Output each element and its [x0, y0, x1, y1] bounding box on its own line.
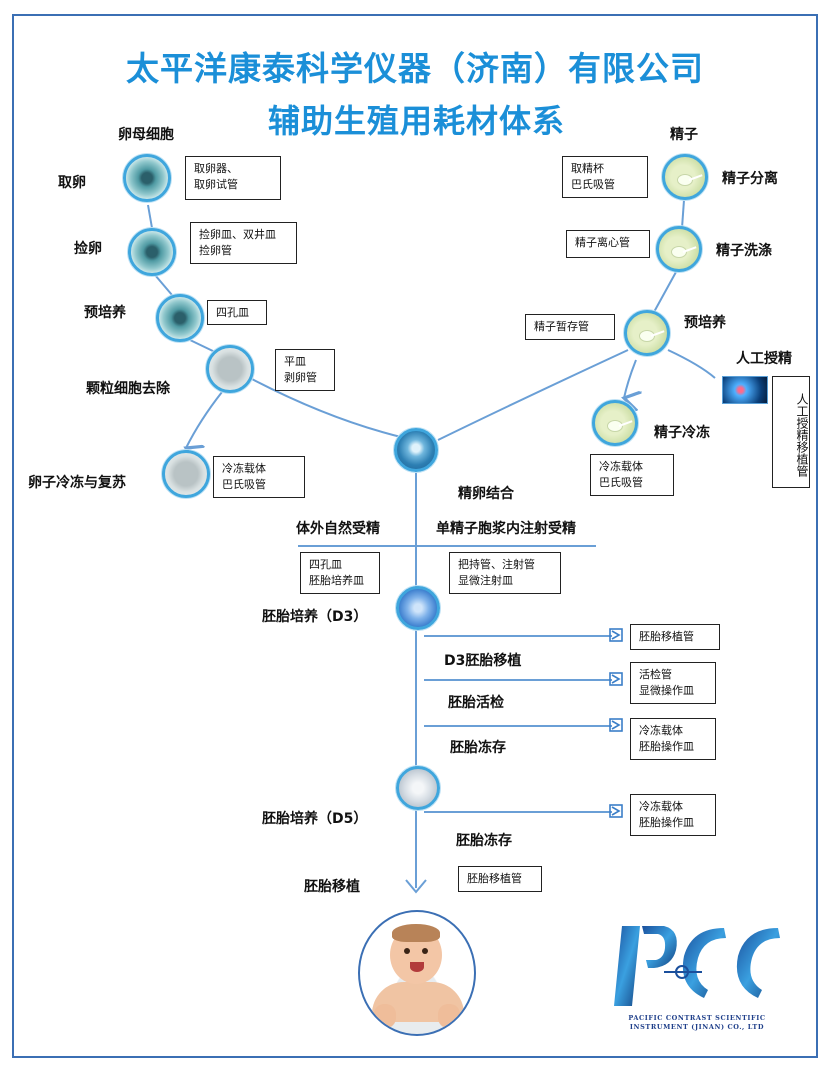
item-text: 冷冻载体 [639, 724, 683, 737]
item-text: 胚胎移植管 [639, 630, 694, 643]
items-box-icsi: 把持管、注射管 显微注射皿 [449, 552, 561, 594]
item-text: 四孔皿 [309, 558, 342, 571]
d5-cryo-label: 胚胎冻存 [456, 833, 512, 849]
step-label-sperm-separation: 精子分离 [722, 171, 778, 187]
items-box-biopsy: 活检管 显微操作皿 [630, 662, 716, 704]
logo-mark-icon [614, 926, 780, 1006]
item-text: 四孔皿 [216, 306, 249, 319]
item-text: 冷冻载体 [599, 460, 643, 473]
sperm-cell-image [624, 310, 670, 356]
logo-line-2: INSTRUMENT (JINAN) CO., LTD [629, 1023, 765, 1031]
item-text: 冷冻载体 [639, 800, 683, 813]
connector-group [147, 199, 716, 894]
embryo-d3-image [396, 586, 440, 630]
items-box-sperm-separation: 取精杯 巴氏吸管 [562, 156, 648, 198]
oocyte-cell-image [128, 228, 176, 276]
page-subtitle: 辅助生殖用耗材体系 [268, 102, 566, 140]
step-label-egg-preculture: 预培养 [84, 305, 126, 321]
items-box-egg-retrieval: 取卵器、 取卵试管 [185, 156, 281, 200]
item-text: 巴氏吸管 [571, 178, 615, 191]
oocyte-cell-image [206, 345, 254, 393]
item-text: 胚胎培养皿 [309, 574, 364, 587]
icsi-label: 单精子胞浆内注射受精 [436, 521, 576, 537]
biopsy-label: 胚胎活检 [448, 695, 504, 711]
step-label-artificial-insemination: 人工授精 [736, 351, 792, 367]
item-text: 取卵试管 [194, 178, 238, 191]
item-text: 平皿 [284, 355, 306, 368]
items-box-egg-freezing: 冷冻载体 巴氏吸管 [213, 456, 305, 498]
step-label-sperm-washing: 精子洗涤 [716, 243, 772, 259]
item-text: 捡卵管 [199, 244, 232, 257]
items-box-sperm-washing: 精子离心管 [566, 230, 650, 258]
fertilization-cell-image [394, 428, 438, 472]
items-box-egg-preculture: 四孔皿 [207, 300, 267, 325]
step-label-egg-picking: 捡卵 [74, 241, 102, 257]
step-label-sperm-freezing: 精子冷冻 [654, 425, 710, 441]
embryo-transfer-label: 胚胎移植 [304, 879, 360, 895]
item-text: 巴氏吸管 [222, 478, 266, 491]
logo-line-1: PACIFIC CONTRAST SCIENTIFIC [628, 1014, 766, 1022]
items-box-granulosa-removal: 平皿 剥卵管 [275, 349, 335, 391]
company-logo: PACIFIC CONTRAST SCIENTIFIC INSTRUMENT (… [612, 920, 782, 1032]
item-text: 胚胎操作皿 [639, 816, 694, 829]
embryo-d3-label: 胚胎培养（D3） [262, 609, 368, 625]
d3-cryo-label: 胚胎冻存 [450, 740, 506, 756]
sperm-cell-image [656, 226, 702, 272]
insemination-image [722, 376, 768, 404]
item-text: 巴氏吸管 [599, 476, 643, 489]
page-title: 太平洋康泰科学仪器（济南）有限公司 [126, 49, 704, 88]
item-text: 精子离心管 [575, 236, 630, 249]
items-box-sperm-freezing: 冷冻载体 巴氏吸管 [590, 454, 674, 496]
item-text: 胚胎移植管 [467, 872, 522, 885]
sperm-cell-image [662, 154, 708, 200]
item-text: 捡卵皿、双井皿 [199, 228, 276, 241]
item-text: 取精杯 [571, 162, 604, 175]
fertilization-label: 精卵结合 [458, 486, 514, 502]
items-box-sperm-preculture: 精子暂存管 [525, 314, 615, 340]
item-text: 胚胎操作皿 [639, 740, 694, 753]
item-text: 剥卵管 [284, 371, 317, 384]
items-box-ivf: 四孔皿 胚胎培养皿 [300, 552, 380, 594]
item-text: 取卵器、 [194, 162, 238, 175]
items-box-d3-transfer: 胚胎移植管 [630, 624, 720, 650]
step-label-granulosa-removal: 颗粒细胞去除 [86, 381, 170, 397]
sperm-heading: 精子 [670, 127, 698, 143]
oocyte-cell-image [162, 450, 210, 498]
items-box-artificial-insemination: 人工授精移植管 [772, 376, 810, 488]
sperm-cell-image [592, 400, 638, 446]
item-text: 显微注射皿 [458, 574, 513, 587]
oocyte-cell-image [156, 294, 204, 342]
branch-arrows [609, 628, 623, 818]
item-text: 精子暂存管 [534, 320, 589, 333]
item-text: 活检管 [639, 668, 672, 681]
step-label-egg-retrieval: 取卵 [58, 175, 86, 191]
items-box-d3-cryo: 冷冻载体 胚胎操作皿 [630, 718, 716, 760]
page-frame [12, 14, 818, 1058]
item-text: 显微操作皿 [639, 684, 694, 697]
ivf-label: 体外自然受精 [296, 521, 380, 537]
items-box-d5-cryo: 冷冻载体 胚胎操作皿 [630, 794, 716, 836]
baby-image [358, 910, 476, 1036]
embryo-d5-label: 胚胎培养（D5） [262, 811, 368, 827]
step-label-egg-freezing: 卵子冷冻与复苏 [28, 475, 126, 491]
items-box-embryo-transfer: 胚胎移植管 [458, 866, 542, 892]
items-box-egg-picking: 捡卵皿、双井皿 捡卵管 [190, 222, 297, 264]
oocyte-cell-image [123, 154, 171, 202]
item-text: 把持管、注射管 [458, 558, 535, 571]
step-label-sperm-preculture: 预培养 [684, 315, 726, 331]
oocyte-heading: 卵母细胞 [118, 127, 174, 143]
item-text: 冷冻载体 [222, 462, 266, 475]
d3-transfer-label: D3胚胎移植 [444, 653, 522, 669]
embryo-d5-image [396, 766, 440, 810]
